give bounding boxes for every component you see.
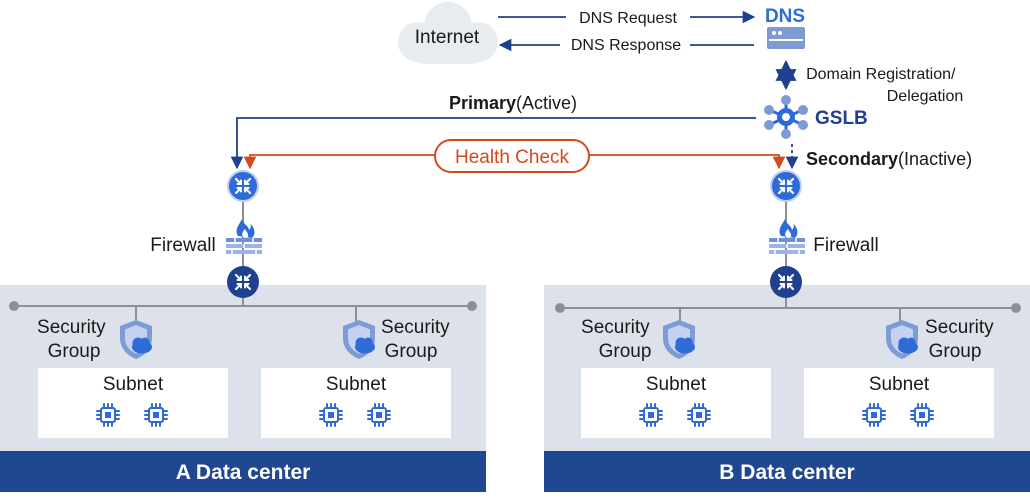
data-center-b-title: B Data center — [719, 461, 854, 484]
dns-response-label: DNS Response — [571, 37, 681, 54]
dns-server-icon — [767, 27, 805, 49]
subnet-box — [804, 368, 994, 438]
internet-cloud-icon — [398, 2, 498, 64]
firewall-label: Firewall — [150, 235, 215, 256]
subnet-box — [581, 368, 771, 438]
load-balancer-icon — [227, 170, 259, 202]
subnet-box — [261, 368, 451, 438]
gslb-label: GSLB — [815, 108, 868, 129]
network-bus-a — [9, 297, 477, 322]
secondary-label: Secondary(Inactive) — [806, 149, 972, 169]
gslb-icon — [764, 95, 808, 139]
data-center-b-footer — [544, 451, 1030, 492]
health-check-label: Health Check — [455, 147, 570, 168]
network-bus-b — [555, 297, 1021, 322]
domain-registration-label: Domain Registration/ Delegation — [806, 66, 963, 105]
subnet-label: Subnet — [326, 374, 387, 395]
primary-label: Primary(Active) — [449, 93, 577, 113]
router-icon — [227, 266, 259, 298]
primary-path-arrow — [230, 117, 756, 170]
internet-label: Internet — [415, 27, 480, 48]
security-group-label: Security Group — [381, 317, 455, 362]
subnet-label: Subnet — [103, 374, 164, 395]
health-check-path — [243, 154, 435, 170]
health-check-path — [589, 154, 786, 170]
subnet-label: Subnet — [646, 374, 707, 395]
firewall-label: Firewall — [813, 235, 878, 256]
health-check-badge — [434, 139, 590, 173]
load-balancer-icon — [770, 170, 802, 202]
security-group-label: Security Group — [925, 317, 999, 362]
data-center-a-footer — [0, 451, 486, 492]
data-center-a-title: A Data center — [176, 461, 311, 484]
subnet-label: Subnet — [869, 374, 930, 395]
security-group-label: Security Group — [37, 317, 111, 362]
security-group-label: Security Group — [581, 317, 655, 362]
dns-label: DNS — [765, 6, 805, 27]
subnet-box — [38, 368, 228, 438]
dns-request-label: DNS Request — [579, 10, 677, 27]
router-icon — [770, 266, 802, 298]
